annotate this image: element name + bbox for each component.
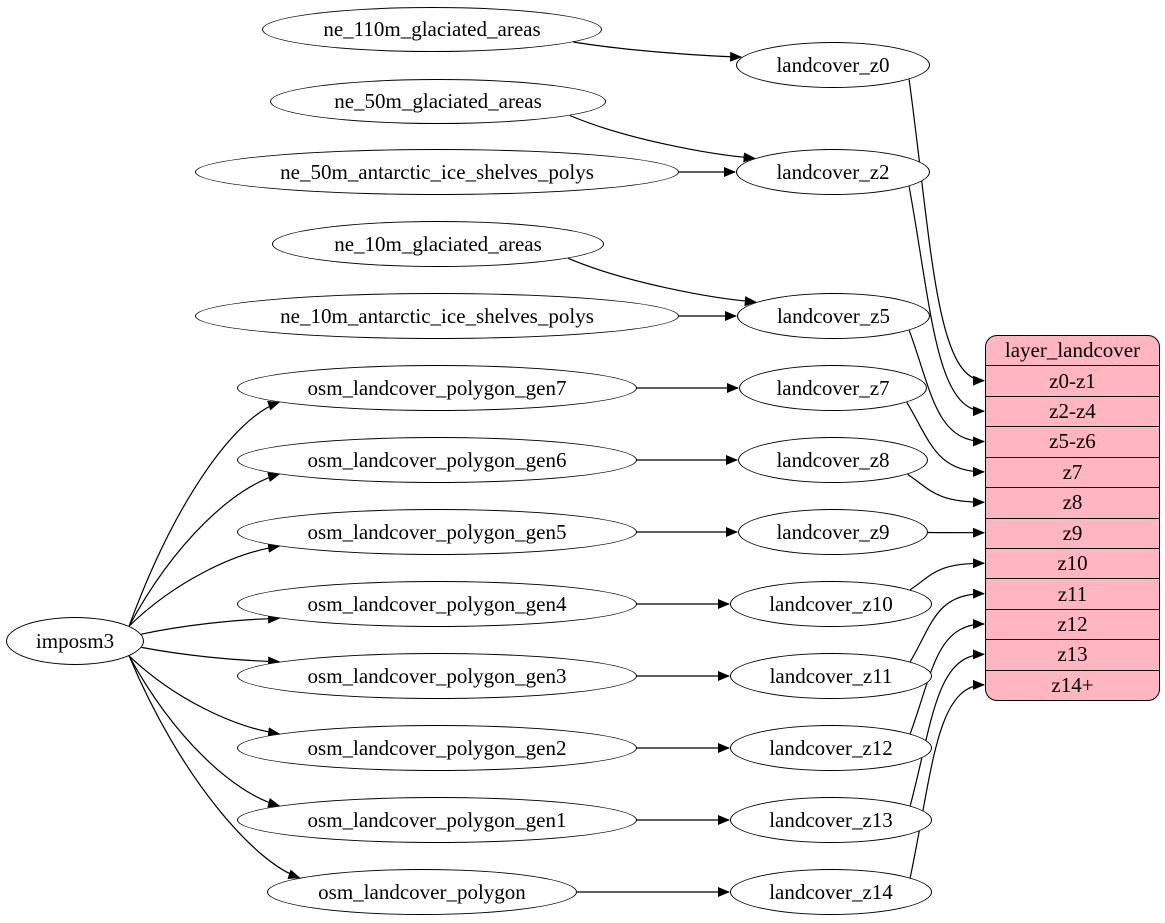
edge-imposm3-to-osm_landcover_polygon_gen3 xyxy=(141,646,281,667)
node-landcover-z7: landcover_z7 xyxy=(739,365,927,411)
node-landcover-z11: landcover_z11 xyxy=(730,653,932,699)
node-ne-10m-antarctic-ice-shelves-polys: ne_10m_antarctic_ice_shelves_polys xyxy=(195,293,679,339)
node-osm-landcover-polygon-gen4: osm_landcover_polygon_gen4 xyxy=(237,581,637,627)
node-osm-landcover-polygon-gen5: osm_landcover_polygon_gen5 xyxy=(237,509,637,555)
record-row-z10: z10 xyxy=(986,547,1159,578)
node-osm-landcover-polygon: osm_landcover_polygon xyxy=(267,869,577,915)
edge-landcover_z11-to-row-z11 xyxy=(909,588,985,663)
edge-landcover_z10-to-row-z10 xyxy=(909,558,985,591)
record-layer-landcover: layer_landcover z0-z1 z2-z4 z5-z6 z7 z8 … xyxy=(985,335,1160,701)
record-row-z0-z1: z0-z1 xyxy=(986,365,1159,395)
record-row-z7: z7 xyxy=(986,456,1159,487)
record-row-z12: z12 xyxy=(986,608,1159,639)
edge-landcover_z13-to-row-z13 xyxy=(909,649,985,806)
edge-landcover_z12-to-row-z12 xyxy=(909,619,985,734)
node-osm-landcover-polygon-gen1: osm_landcover_polygon_gen1 xyxy=(237,797,637,843)
record-row-z2-z4: z2-z4 xyxy=(986,395,1159,426)
edge-landcover_z0-to-row-z0-z1 xyxy=(908,79,985,386)
edge-ne_50m_glaciated_areas-to-landcover_z2 xyxy=(569,114,756,163)
node-landcover-z10: landcover_z10 xyxy=(730,581,932,627)
node-landcover-z9: landcover_z9 xyxy=(738,509,928,555)
node-landcover-z12: landcover_z12 xyxy=(730,725,932,771)
edge-landcover_z2-to-row-z2-z4 xyxy=(908,186,985,417)
edge-landcover_z14-to-row-z14+ xyxy=(909,679,985,878)
node-landcover-z8: landcover_z8 xyxy=(738,437,928,483)
node-imposm3: imposm3 xyxy=(6,617,144,665)
edge-imposm3-to-osm_landcover_polygon xyxy=(128,655,301,879)
record-title: layer_landcover xyxy=(1004,338,1141,363)
record-row-z9: z9 xyxy=(986,517,1159,548)
edge-landcover_z5-to-row-z5-z6 xyxy=(908,330,985,447)
node-ne-50m-glaciated-areas: ne_50m_glaciated_areas xyxy=(270,79,606,124)
record-row-z8: z8 xyxy=(986,487,1159,517)
node-landcover-z14: landcover_z14 xyxy=(730,869,932,915)
node-osm-landcover-polygon-gen6: osm_landcover_polygon_gen6 xyxy=(237,437,637,483)
edge-imposm3-to-osm_landcover_polygon_gen5 xyxy=(128,542,281,627)
record-row-z14-plus: z14+ xyxy=(986,669,1159,700)
node-osm-landcover-polygon-gen2: osm_landcover_polygon_gen2 xyxy=(237,725,637,771)
edge-imposm3-to-osm_landcover_polygon_gen1 xyxy=(128,655,281,808)
node-ne-10m-glaciated-areas: ne_10m_glaciated_areas xyxy=(272,221,604,267)
node-osm-landcover-polygon-gen3: osm_landcover_polygon_gen3 xyxy=(237,653,637,699)
node-landcover-z5: landcover_z5 xyxy=(737,293,930,339)
edge-ne_110m_glaciated_areas-to-landcover_z0 xyxy=(573,41,743,62)
record-row-z13: z13 xyxy=(986,639,1159,669)
node-ne-50m-antarctic-ice-shelves-polys: ne_50m_antarctic_ice_shelves_polys xyxy=(195,149,679,195)
node-osm-landcover-polygon-gen7: osm_landcover_polygon_gen7 xyxy=(237,365,637,411)
record-row-z5-z6: z5-z6 xyxy=(986,426,1159,456)
edge-landcover_z8-to-row-z8 xyxy=(907,473,985,508)
edge-imposm3-to-osm_landcover_polygon_gen7 xyxy=(128,401,281,627)
record-row-z11: z11 xyxy=(986,578,1159,608)
node-landcover-z2: landcover_z2 xyxy=(736,149,930,195)
node-landcover-z13: landcover_z13 xyxy=(730,797,932,843)
edge-ne_10m_glaciated_areas-to-landcover_z5 xyxy=(567,257,757,307)
edge-imposm3-to-osm_landcover_polygon_gen2 xyxy=(128,655,281,738)
edge-imposm3-to-osm_landcover_polygon_gen6 xyxy=(128,472,281,627)
edge-imposm3-to-osm_landcover_polygon_gen4 xyxy=(141,613,281,635)
node-landcover-z0: landcover_z0 xyxy=(736,42,930,88)
node-ne-110m-glaciated-areas: ne_110m_glaciated_areas xyxy=(262,7,602,52)
edge-landcover_z7-to-row-z7 xyxy=(906,401,985,477)
